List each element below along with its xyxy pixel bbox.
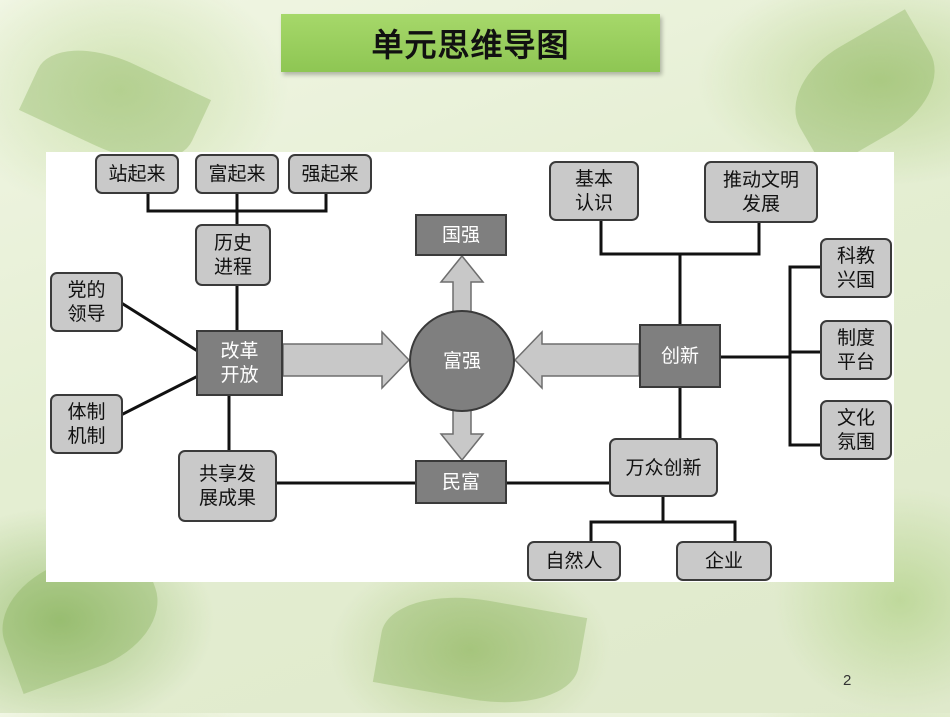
- node-label: 万众创新: [625, 456, 702, 479]
- node-label: 强起来: [301, 163, 359, 185]
- leaf-decoration: [372, 583, 588, 717]
- arrow-reform-to-prosperity: [282, 330, 411, 390]
- node-people-wealth: 民富: [415, 460, 507, 504]
- page-number: 2: [843, 672, 852, 689]
- node-label: 富起来: [208, 163, 266, 185]
- node-label: 民富: [441, 471, 480, 493]
- node-enterprise: 企业: [676, 541, 772, 581]
- node-stand-up: 站起来: [95, 154, 179, 194]
- node-party-leadership: 党的 领导: [50, 272, 123, 332]
- node-label: 共享发 展成果: [198, 463, 256, 509]
- node-cultural-atmosphere: 文化 氛围: [820, 400, 892, 460]
- node-prosperity: 富强: [409, 310, 515, 412]
- node-label: 体制 机制: [67, 401, 106, 447]
- node-label: 富强: [442, 350, 481, 372]
- node-natural-person: 自然人: [527, 541, 621, 581]
- node-basic-understanding: 基本 认识: [549, 161, 639, 221]
- node-system-mechanism: 体制 机制: [50, 394, 123, 454]
- node-institutional-platform: 制度 平台: [820, 320, 892, 380]
- node-promote-civilization: 推动文明 发展: [704, 161, 818, 223]
- node-label: 党的 领导: [67, 279, 106, 325]
- node-label: 基本 认识: [574, 168, 613, 214]
- node-reform-opening: 改革 开放: [196, 330, 283, 396]
- node-label: 科教 兴国: [836, 245, 875, 291]
- node-label: 改革 开放: [220, 340, 259, 386]
- connector-line: [120, 374, 199, 417]
- node-label: 企业: [704, 550, 743, 572]
- node-label: 自然人: [545, 550, 603, 572]
- node-label: 制度 平台: [836, 327, 875, 373]
- leaf-decoration: [775, 9, 950, 171]
- mind-map-panel: 站起来 富起来 强起来 历史 进程 党的 领导 体制 机制 改革 开放 共享发 …: [46, 152, 894, 582]
- node-label: 推动文明 发展: [722, 169, 799, 215]
- node-label: 国强: [441, 224, 480, 246]
- connector-layer: [120, 190, 822, 543]
- node-label: 站起来: [108, 163, 166, 185]
- node-historical-process: 历史 进程: [195, 224, 271, 286]
- arrow-prosperity-to-national: [439, 254, 485, 313]
- node-national-strength: 国强: [415, 214, 507, 256]
- node-share-results: 共享发 展成果: [178, 450, 277, 522]
- node-get-strong: 强起来: [288, 154, 372, 194]
- node-innovation: 创新: [639, 324, 721, 388]
- slide-title: 单元思维导图: [371, 26, 570, 64]
- connector-line: [120, 301, 199, 353]
- node-get-rich: 富起来: [195, 154, 279, 194]
- title-banner: 单元思维导图: [281, 14, 660, 72]
- arrow-prosperity-to-people: [439, 407, 485, 462]
- node-label: 历史 进程: [213, 232, 252, 278]
- node-mass-innovation: 万众创新: [609, 438, 718, 497]
- node-label: 文化 氛围: [836, 407, 875, 453]
- node-label: 创新: [660, 345, 699, 367]
- node-science-education: 科教 兴国: [820, 238, 892, 298]
- arrow-innovation-to-prosperity: [513, 330, 640, 390]
